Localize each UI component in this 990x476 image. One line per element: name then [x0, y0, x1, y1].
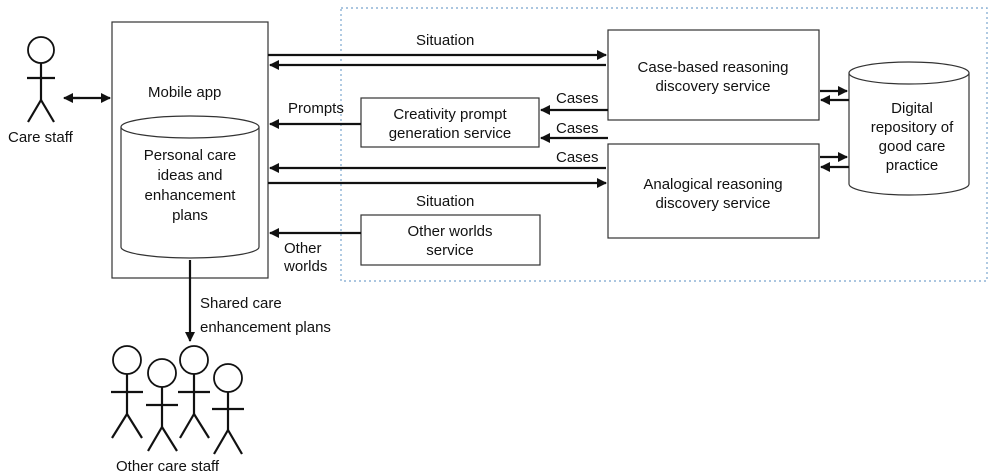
- label-situation-2: Situation: [416, 193, 474, 210]
- staff-figure-1: [111, 345, 143, 439]
- analogical-line-1: Analogical reasoning: [643, 176, 782, 193]
- label-shared-plans-1: Shared care: [200, 295, 282, 312]
- label-cases-1: Cases: [556, 90, 599, 107]
- creativity-service-box: [360, 97, 540, 148]
- store-line-1: Personal care: [144, 147, 237, 164]
- repo-line-3: good care: [879, 138, 946, 155]
- case-based-service-box: [607, 29, 820, 121]
- case-based-line-1: Case-based reasoning: [638, 59, 789, 76]
- services-boundary: [340, 7, 988, 282]
- label-shared-plans-2: enhancement plans: [200, 319, 331, 336]
- label-other-worlds-1: Other: [284, 240, 322, 257]
- case-based-line-2: discovery service: [655, 78, 770, 95]
- care-staff-label: Care staff: [8, 129, 74, 146]
- label-cases-3: Cases: [556, 149, 599, 166]
- care-staff-figure: [27, 36, 55, 123]
- store-line-3: enhancement: [145, 187, 237, 204]
- label-prompts: Prompts: [288, 100, 344, 117]
- label-situation-1: Situation: [416, 32, 474, 49]
- repo-line-2: repository of: [871, 119, 954, 136]
- other-worlds-line-2: service: [426, 242, 474, 259]
- other-care-staff-label: Other care staff: [116, 458, 220, 475]
- staff-figure-2: [146, 358, 178, 452]
- staff-figure-4: [212, 363, 244, 455]
- digital-repository: Digital repository of good care practice: [848, 61, 970, 196]
- other-worlds-service-box: [360, 214, 541, 266]
- analogical-service-box: [607, 143, 820, 239]
- creativity-line-1: Creativity prompt: [393, 106, 507, 123]
- other-care-staff-group: [111, 345, 244, 455]
- label-other-worlds-2: worlds: [283, 258, 327, 275]
- store-line-2: ideas and: [157, 167, 222, 184]
- personal-care-store: Personal care ideas and enhancement plan…: [120, 115, 260, 259]
- store-line-4: plans: [172, 207, 208, 224]
- other-worlds-line-1: Other worlds: [407, 223, 492, 240]
- creativity-line-2: generation service: [389, 125, 512, 142]
- analogical-line-2: discovery service: [655, 195, 770, 212]
- repo-line-1: Digital: [891, 100, 933, 117]
- repo-line-4: practice: [886, 157, 939, 174]
- mobile-app-title: Mobile app: [148, 84, 221, 101]
- label-cases-2: Cases: [556, 120, 599, 137]
- staff-figure-3: [178, 345, 210, 439]
